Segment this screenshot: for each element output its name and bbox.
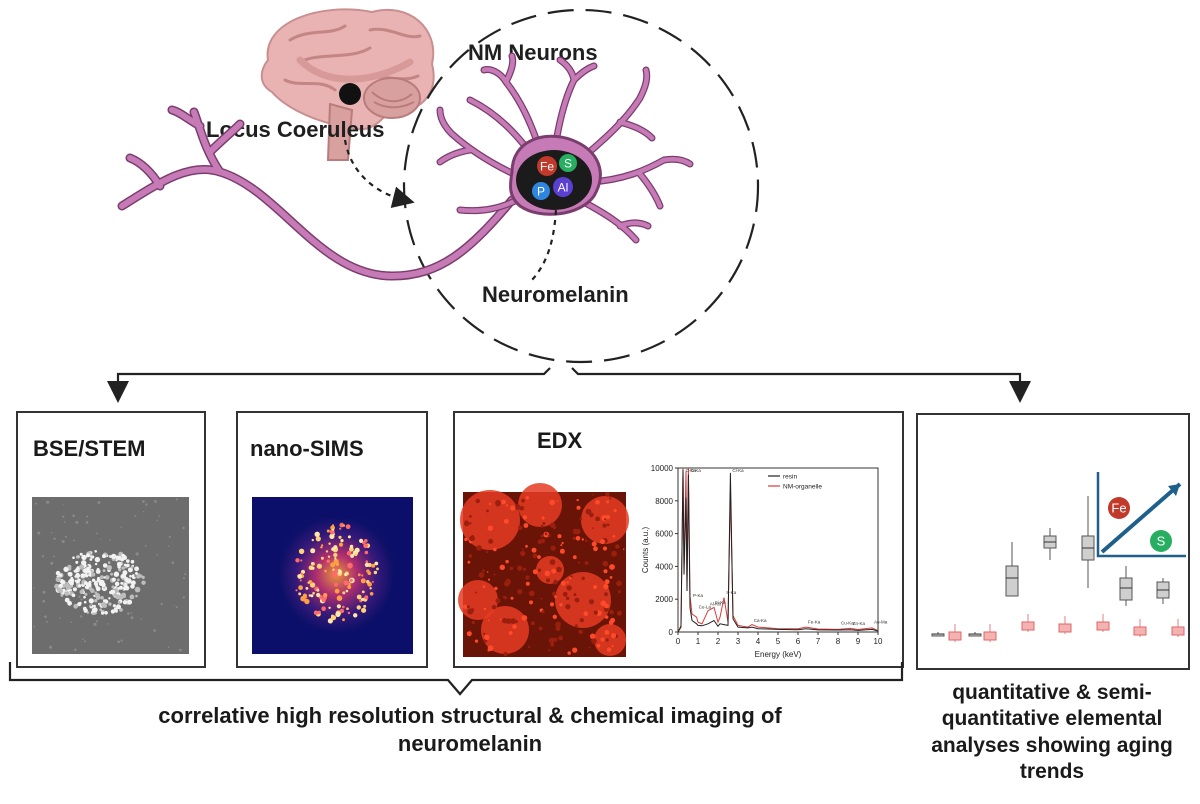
peak-label: Si-Ka [715, 600, 727, 605]
nano-sims-title: nano-SIMS [250, 436, 364, 461]
edx-title: EDX [537, 428, 583, 453]
box-grey [1005, 565, 1019, 597]
y-tick-label: 4000 [655, 562, 673, 571]
y-tick-label: 2000 [655, 595, 673, 604]
x-tick-label: 10 [874, 637, 883, 646]
y-axis-label: Counts (a.u.) [641, 527, 650, 574]
box-red [1096, 621, 1110, 631]
element-p: P [532, 182, 550, 200]
neuromelanin-pointer [531, 209, 558, 281]
svg-text:P: P [537, 185, 545, 199]
svg-text:S: S [564, 157, 572, 171]
nucleus-elements: Fe S P Al [532, 154, 577, 200]
right-caption: quantitative & semi-quantitative element… [931, 681, 1173, 783]
split-arrows [107, 367, 1031, 403]
element-fe: Fe [537, 156, 557, 176]
peak-label: Ca-Ka [754, 618, 767, 623]
x-tick-label: 1 [696, 637, 701, 646]
y-tick-label: 6000 [655, 530, 673, 539]
element-s: S [559, 154, 577, 172]
x-tick-label: 4 [756, 637, 761, 646]
series-line-resin [677, 469, 879, 633]
box-red [1021, 621, 1035, 631]
left-caption: correlative high resolution structural &… [158, 703, 782, 756]
x-axis-label: Energy (keV) [755, 650, 802, 659]
aging-trend-boxplots [931, 496, 1185, 642]
box-red [1133, 626, 1147, 636]
brain-to-neuron-arrow [343, 139, 415, 208]
y-tick-label: 10000 [651, 464, 674, 473]
peak-label: C-Ka [686, 468, 697, 473]
x-tick-label: 6 [796, 637, 801, 646]
svg-text:Al: Al [558, 181, 569, 195]
x-tick-label: 8 [836, 637, 841, 646]
peak-label: Cu-Ka [841, 620, 854, 625]
edx-map-image [458, 483, 629, 657]
bse-stem-title: BSE/STEM [33, 436, 146, 461]
aging-trend-inset: Fe S [1096, 472, 1186, 558]
x-tick-label: 7 [816, 637, 821, 646]
edx-spectrum-chart: 0 2000 4000 6000 8000 10000 0 1 2 3 4 5 6 7 8 9 10Energy… [641, 464, 888, 659]
svg-text:Fe: Fe [540, 160, 554, 174]
svg-text:Fe: Fe [1111, 501, 1126, 516]
peak-label: Zn-Ka [853, 621, 866, 626]
bottom-bracket [8, 662, 904, 696]
brain-illustration [260, 8, 435, 161]
y-tick-label: 8000 [655, 497, 673, 506]
box-red [983, 631, 997, 641]
box-grey [1119, 577, 1133, 601]
peak-label: O-Ka [690, 468, 701, 473]
neuron-zoom-circle [402, 8, 760, 364]
inset-element-fe: Fe [1108, 497, 1130, 519]
x-tick-label: 3 [736, 637, 741, 646]
inset-element-s: S [1150, 530, 1172, 552]
legend-entry: NM-organelle [783, 484, 822, 491]
bse-stem-image [32, 497, 189, 654]
nm-neurons-label: NM Neurons [468, 40, 598, 65]
locus-coeruleus-marker [339, 83, 361, 105]
x-tick-label: 5 [776, 637, 781, 646]
box-red [1058, 623, 1072, 633]
peak-label: Al-Ka [710, 601, 722, 606]
neuromelanin-label: Neuromelanin [482, 282, 629, 307]
nano-sims-image [252, 497, 413, 654]
box-red [948, 631, 962, 641]
peak-label: Cu-La [699, 605, 712, 610]
peak-label: Au-Ma [874, 619, 888, 624]
element-al: Al [553, 177, 573, 197]
x-tick-label: 0 [676, 637, 681, 646]
legend-entry: resin [783, 474, 797, 481]
peak-label: S-Ka [726, 590, 737, 595]
peak-label: P-Ka [693, 593, 704, 598]
peak-label: Fe-Ka [808, 619, 821, 624]
box-red [1171, 626, 1185, 636]
x-tick-label: 2 [716, 637, 721, 646]
x-tick-label: 9 [856, 637, 861, 646]
y-tick-label: 0 [669, 628, 674, 637]
svg-text:S: S [1157, 534, 1166, 549]
peak-label: Cl-Ka [732, 468, 744, 473]
